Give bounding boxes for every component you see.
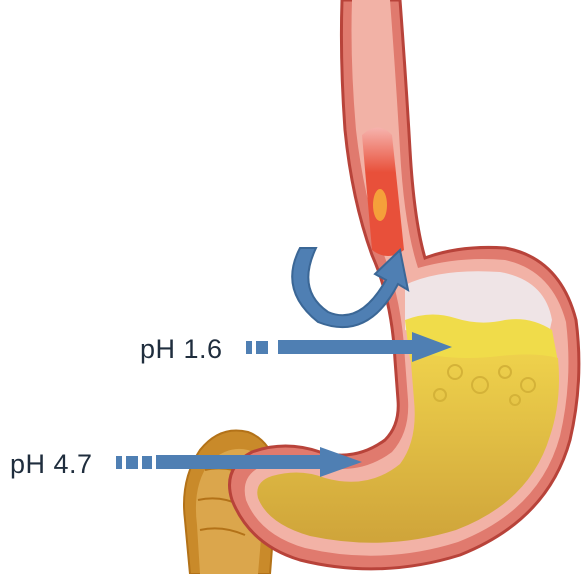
right-arrow-icon bbox=[246, 332, 452, 362]
ph-label-upper: pH 1.6 bbox=[140, 336, 223, 363]
ph-label-lower: pH 4.7 bbox=[10, 451, 93, 478]
